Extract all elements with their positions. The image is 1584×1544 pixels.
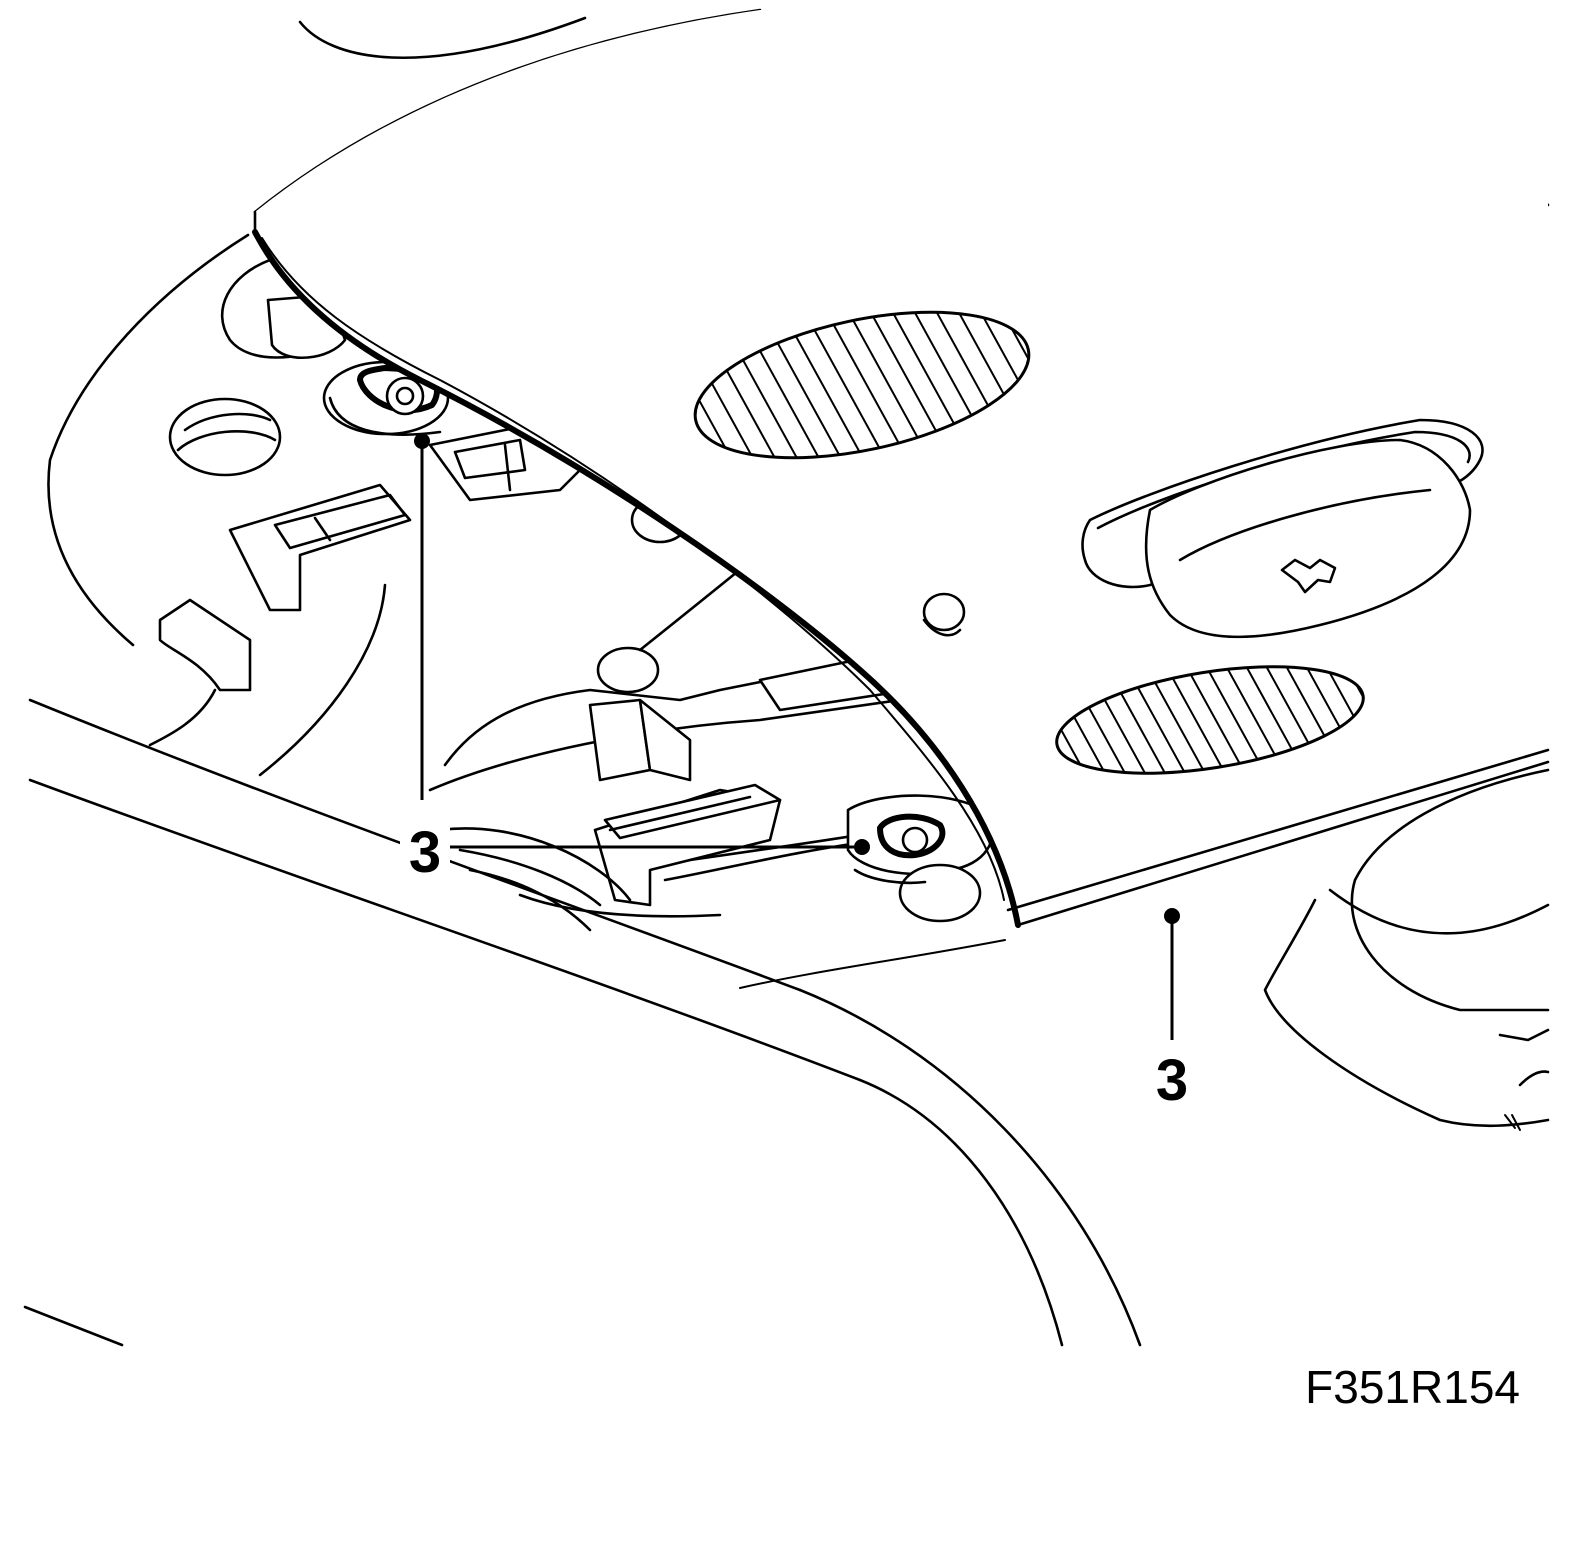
leader-dot-upper-fastener	[414, 433, 430, 449]
sun-visor	[1263, 768, 1550, 1131]
dome-lamp	[922, 418, 1484, 639]
vent-hatch-line	[1179, 654, 1253, 786]
vent-hatch-line	[819, 299, 915, 471]
callout-label-headliner: 3	[1156, 1048, 1188, 1113]
leader-dot-lower-fastener	[854, 839, 870, 855]
leader-lines	[414, 433, 1180, 1040]
vent-hatch-line	[682, 299, 761, 471]
leader-dot-headliner	[1164, 908, 1180, 924]
figure-reference: F351R154	[1305, 1361, 1520, 1413]
callout-label-fasteners: 3	[409, 820, 441, 885]
left-mount-hardware	[148, 258, 582, 777]
